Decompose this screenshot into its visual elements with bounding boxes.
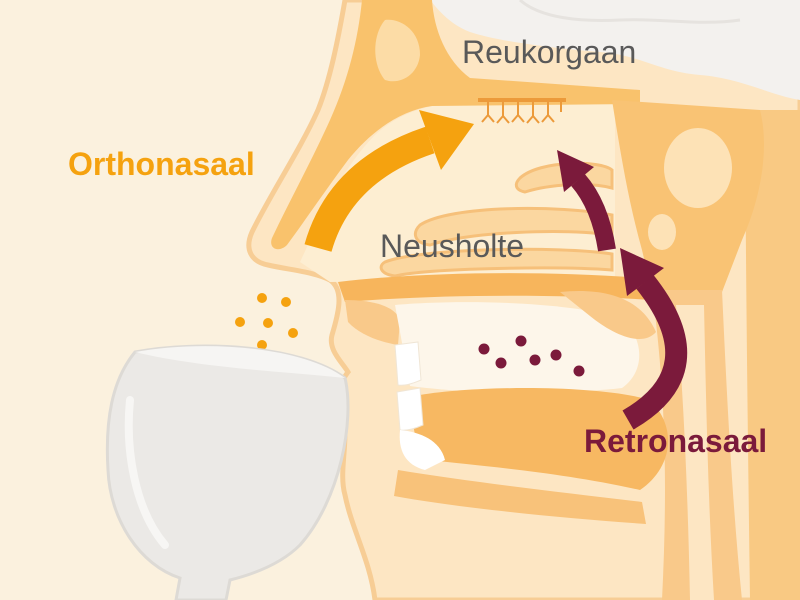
- aroma-dot: [530, 355, 541, 366]
- aroma-dot: [263, 318, 273, 328]
- sinus-cell: [648, 214, 676, 250]
- aroma-dot: [551, 350, 562, 361]
- aroma-dot: [281, 297, 291, 307]
- label-nasal-cavity: Neusholte: [380, 228, 524, 264]
- aroma-dot: [257, 293, 267, 303]
- aroma-dot: [479, 344, 490, 355]
- lower-tooth: [397, 388, 423, 430]
- aroma-dot: [235, 317, 245, 327]
- aroma-dot: [516, 336, 527, 347]
- upper-tooth: [395, 342, 421, 385]
- label-retronasal: Retronasaal: [584, 423, 767, 459]
- label-olfactory-organ: Reukorgaan: [462, 34, 636, 70]
- aroma-dot: [496, 358, 507, 369]
- aroma-dot: [288, 328, 298, 338]
- aroma-dot: [574, 366, 585, 377]
- label-orthonasal: Orthonasaal: [68, 146, 255, 182]
- sphenoid-sinus: [664, 128, 732, 208]
